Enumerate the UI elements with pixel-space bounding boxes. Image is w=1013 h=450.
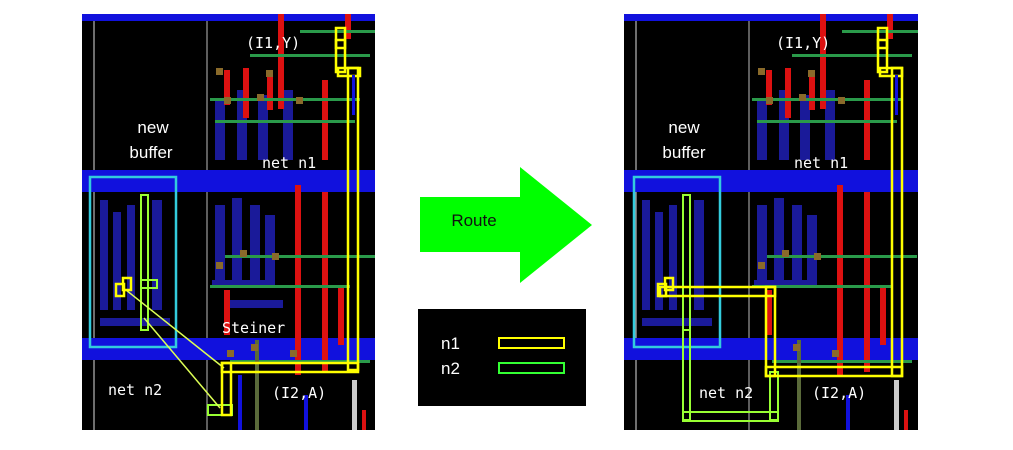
- right-pin-label-top: (I1,Y): [776, 34, 830, 52]
- left-buffer-label-new: new: [137, 118, 169, 137]
- left-net-n1-route: [114, 26, 362, 417]
- right-net-n2-route: [682, 194, 779, 422]
- legend-label-n1: n1: [441, 334, 460, 353]
- legend: n1 n2: [418, 309, 586, 406]
- right-pin-label-bottom: (I2,A): [812, 384, 866, 402]
- left-net-n1-blue-segment: [352, 75, 355, 115]
- left-panel-layout-detail: [82, 14, 375, 430]
- legend-box: [418, 309, 586, 406]
- route-arrow-shape: [420, 167, 592, 283]
- left-steiner-label: Steiner: [222, 319, 285, 337]
- route-arrow-label: Route: [451, 211, 496, 230]
- left-net-n2-label: net n2: [108, 381, 162, 399]
- left-buffer-label-buffer: buffer: [129, 143, 173, 162]
- left-pin-label-top: (I1,Y): [246, 34, 300, 52]
- right-buffer-label-buffer: buffer: [662, 143, 706, 162]
- right-buffer-label-new: new: [668, 118, 700, 137]
- left-net-n1-label: net n1: [262, 154, 316, 172]
- right-net-n1-route: [656, 26, 904, 378]
- legend-swatch-n2: [498, 362, 565, 374]
- left-net-n2-flylines: [125, 289, 225, 409]
- legend-swatch-n1: [498, 337, 565, 349]
- right-layout-panel: new buffer (I1,Y) net n1 net n2 (I2,A): [624, 14, 918, 430]
- right-net-n2-label: net n2: [699, 384, 753, 402]
- left-buffer-outline: [88, 175, 178, 349]
- right-net-n1-blue-segment: [895, 75, 898, 115]
- legend-label-n2: n2: [441, 359, 460, 378]
- right-net-n1-label: net n1: [794, 154, 848, 172]
- left-pin-label-bottom: (I2,A): [272, 384, 326, 402]
- route-arrow: Route: [420, 167, 592, 283]
- right-buffer-outline: [632, 175, 722, 349]
- right-panel-layout-detail: [624, 14, 918, 430]
- left-layout-panel: new buffer (I1,Y) net n1 Steiner net n2 …: [82, 14, 375, 430]
